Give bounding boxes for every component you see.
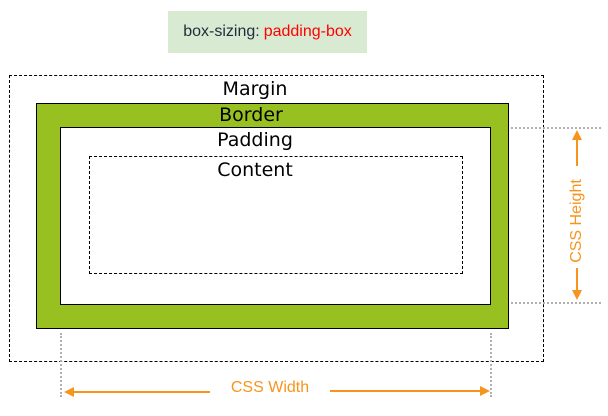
width-guide-left <box>60 333 62 397</box>
content-box <box>89 156 463 274</box>
height-guide-bottom <box>511 302 601 304</box>
property-name: box-sizing: <box>183 23 260 40</box>
margin-label: Margin <box>222 78 288 100</box>
property-value: padding-box <box>263 23 352 40</box>
border-label: Border <box>219 104 283 126</box>
width-guide-right <box>490 333 492 397</box>
css-height-label: CSS Height <box>568 179 585 263</box>
box-sizing-title: box-sizing: padding-box <box>168 11 367 53</box>
padding-label: Padding <box>217 129 293 151</box>
margin-box <box>9 75 544 362</box>
height-guide-top <box>511 127 601 129</box>
content-label: Content <box>217 159 293 181</box>
css-width-label: CSS Width <box>230 379 310 396</box>
